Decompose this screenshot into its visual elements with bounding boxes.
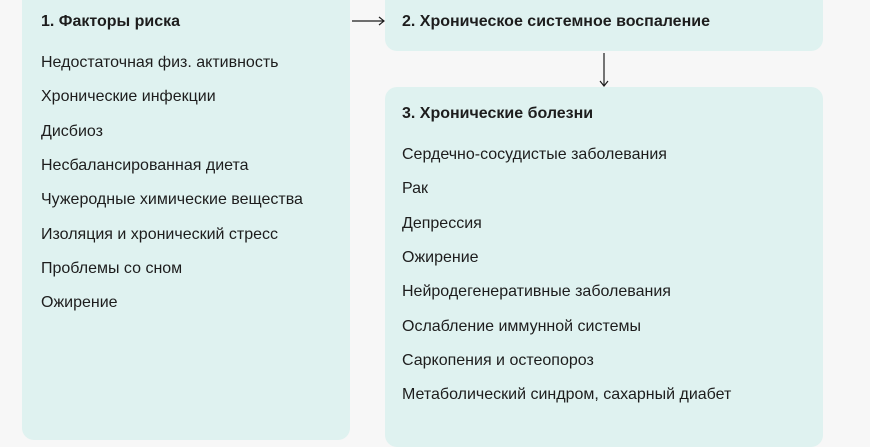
list-item: Проблемы со сном [41,259,183,277]
list-item: Ослабление иммунной системы [402,317,642,335]
arrow-down-icon [599,53,609,87]
list-item: Нейродегенеративные заболевания [402,283,671,301]
list-item: Сердечно-сосудистые заболевания [402,146,667,163]
chronic-diseases-title: 3. Хронические болезни [402,105,594,122]
list-item: Чужеродные химические вещества [41,191,303,209]
arrows [352,16,609,87]
list-item: Хронические инфекции [41,88,216,106]
list-item: Депрессия [402,214,482,232]
list-item: Рак [402,180,429,198]
inflammation-box [385,0,823,51]
list-item: Саркопения и остеопороз [402,351,594,369]
risk-factors-title: 1. Факторы риска [41,13,181,30]
list-item: Ожирение [402,248,479,266]
arrow-right-icon [352,16,385,26]
list-item: Ожирение [41,294,118,312]
list-item: Недостаточная физ. активность [41,54,279,71]
list-item: Метаболический синдром, сахарный диабет [402,386,732,404]
list-item: Несбалансированная диета [41,156,249,174]
list-item: Изоляция и хронический стресс [41,225,279,243]
inflammation-title: 2. Хроническое системное воспаление [402,13,710,30]
list-item: Дисбиоз [41,122,103,140]
chronic-diseases-box [385,87,823,447]
risk-factors-box [22,0,350,440]
